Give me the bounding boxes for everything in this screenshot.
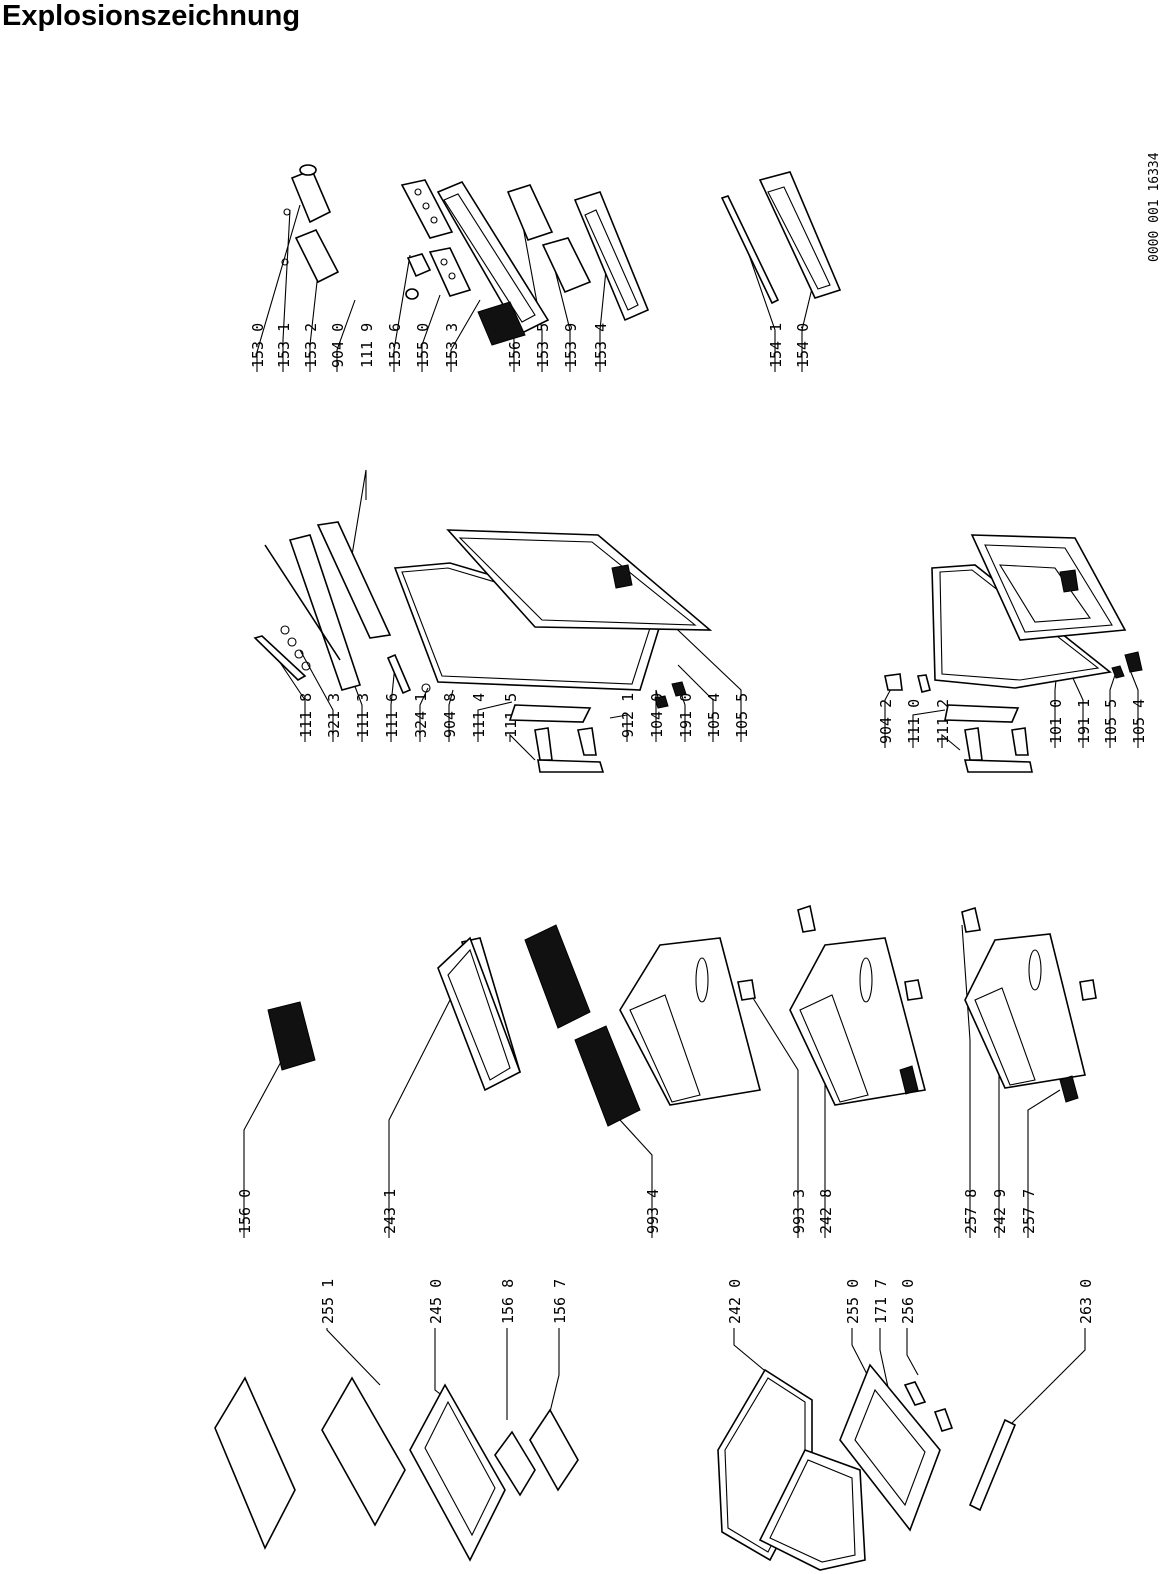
part-label: 191 0 [677, 693, 695, 738]
part-number-111-0: 111 0 [905, 699, 923, 744]
part-label: 156 8 [499, 1279, 517, 1324]
part-label: 153 0 [249, 323, 267, 368]
part-label: 111 0 [905, 699, 923, 744]
part-label: 171 7 [872, 1279, 890, 1324]
part-label: 156 7 [551, 1279, 569, 1324]
part-number-153-3: 153 3 [443, 323, 461, 368]
part-label: 255 1 [319, 1279, 337, 1324]
part-label: 257 8 [962, 1189, 980, 1234]
part-label: 111 4 [470, 693, 488, 738]
part-number-904-2: 904 2 [877, 699, 895, 744]
part-label: 111 9 [358, 323, 376, 368]
part-number-257-7: 257 7 [1020, 1189, 1038, 1234]
part-number-153-1: 153 1 [275, 323, 293, 368]
door-shelf-parts [281, 164, 842, 346]
part-label: 245 0 [427, 1279, 445, 1324]
page-title: Explosionszeichnung [2, 0, 301, 32]
part-number-171-7: 171 7 [872, 1279, 890, 1324]
part-number-111-9: 111 9 [358, 323, 376, 368]
part-number-111-8: 111 8 [297, 693, 315, 738]
part-label: 242 9 [991, 1189, 1009, 1234]
part-number-191-0: 191 0 [677, 693, 695, 738]
shelf-parts [214, 1363, 1017, 1571]
part-number-101-0: 101 0 [1047, 699, 1065, 744]
part-number-156-7: 156 7 [551, 1279, 569, 1324]
part-number-105-4: 105 4 [1130, 699, 1148, 744]
part-label: 242 0 [726, 1279, 744, 1324]
part-number-191-1: 191 1 [1075, 699, 1093, 744]
part-label: 243 1 [381, 1189, 399, 1234]
part-number-154-1: 154 1 [767, 323, 785, 368]
part-number-243-1: 243 1 [381, 1189, 399, 1234]
part-label: 105 4 [705, 693, 723, 738]
part-label: 111 6 [383, 693, 401, 738]
part-number-255-0: 255 0 [844, 1279, 862, 1324]
part-number-105-5: 105 5 [733, 693, 751, 738]
part-label: 263 0 [1077, 1279, 1095, 1324]
part-label: 153 2 [302, 323, 320, 368]
part-label: 153 3 [443, 323, 461, 368]
part-number-154-0: 154 0 [794, 323, 812, 368]
part-number-242-0: 242 0 [726, 1279, 744, 1324]
part-number-904-8: 904 8 [441, 693, 459, 738]
reference-code: 0000 001 16334 [1147, 152, 1162, 262]
part-number-245-0: 245 0 [427, 1279, 445, 1324]
part-number-156-0: 156 0 [236, 1189, 254, 1234]
part-label: 156 0 [236, 1189, 254, 1234]
part-number-153-0: 153 0 [249, 323, 267, 368]
part-number-257-8: 257 8 [962, 1189, 980, 1234]
part-number-105-4: 105 4 [705, 693, 723, 738]
part-label: 255 0 [844, 1279, 862, 1324]
part-number-156-8: 156 8 [499, 1279, 517, 1324]
part-number-153-9: 153 9 [562, 323, 580, 368]
part-number-105-5: 105 5 [1102, 699, 1120, 744]
part-number-993-4: 993 4 [644, 1189, 662, 1234]
reference-number: 0000 001 16334 [1147, 152, 1162, 262]
part-label: 257 7 [1020, 1189, 1038, 1234]
part-label: 155 0 [414, 323, 432, 368]
part-label: 105 5 [1102, 699, 1120, 744]
freezer-door-parts [884, 534, 1143, 773]
part-number-155-0: 155 0 [414, 323, 432, 368]
part-number-111-6: 111 6 [383, 693, 401, 738]
part-label: 993 3 [790, 1189, 808, 1234]
part-label: 324 1 [412, 693, 430, 738]
part-number-324-1: 324 1 [412, 693, 430, 738]
part-label: 153 4 [592, 323, 610, 368]
part-number-263-0: 263 0 [1077, 1279, 1095, 1324]
part-number-242-8: 242 8 [817, 1189, 835, 1234]
part-label: 105 4 [1130, 699, 1148, 744]
part-label: 154 0 [794, 323, 812, 368]
part-number-242-9: 242 9 [991, 1189, 1009, 1234]
part-label: 904 8 [441, 693, 459, 738]
part-label: 153 5 [534, 323, 552, 368]
part-number-993-3: 993 3 [790, 1189, 808, 1234]
part-number-153-4: 153 4 [592, 323, 610, 368]
part-label: 153 1 [275, 323, 293, 368]
drawer-cluster-parts [267, 904, 1097, 1127]
part-label: 191 1 [1075, 699, 1093, 744]
part-label: 154 1 [767, 323, 785, 368]
part-number-912-1: 912 1 [619, 693, 637, 738]
part-number-255-1: 255 1 [319, 1279, 337, 1324]
part-label: 105 5 [733, 693, 751, 738]
part-number-153-5: 153 5 [534, 323, 552, 368]
part-number-153-2: 153 2 [302, 323, 320, 368]
part-label: 904 2 [877, 699, 895, 744]
part-label: 256 0 [899, 1279, 917, 1324]
leader-lines [243, 199, 1139, 1431]
part-number-111-4: 111 4 [470, 693, 488, 738]
part-label: 111 8 [297, 693, 315, 738]
part-number-256-0: 256 0 [899, 1279, 917, 1324]
part-label: 242 8 [817, 1189, 835, 1234]
part-label: 101 0 [1047, 699, 1065, 744]
part-label: 111 3 [354, 693, 372, 738]
part-label: 912 1 [619, 693, 637, 738]
part-label: 153 9 [562, 323, 580, 368]
part-number-111-3: 111 3 [354, 693, 372, 738]
part-label: 993 4 [644, 1189, 662, 1234]
fridge-door-parts [253, 521, 713, 773]
